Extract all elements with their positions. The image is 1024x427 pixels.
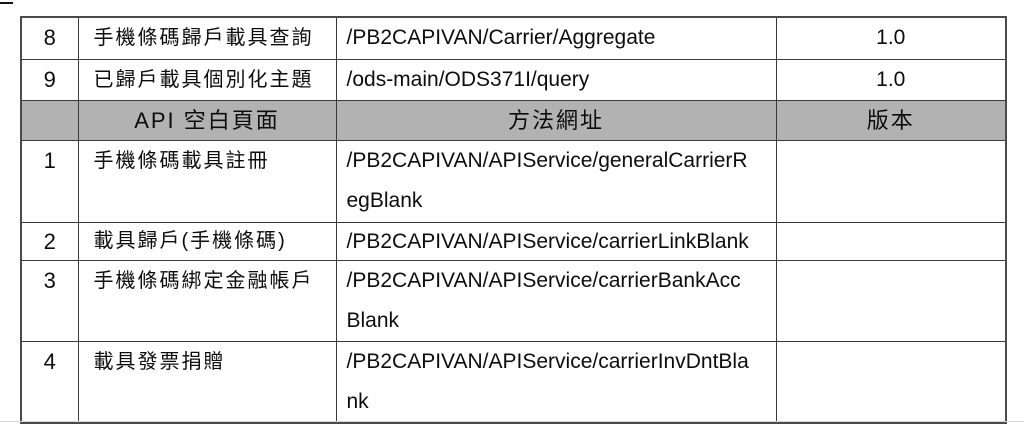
page-edge-tick bbox=[0, 2, 13, 4]
api-url-text: /PB2CAPIVAN/APIService/generalCarrierR bbox=[346, 149, 748, 172]
row-number: 9 bbox=[20, 59, 79, 101]
api-url-text: /PB2CAPIVAN/Carrier/Aggregate bbox=[346, 26, 656, 49]
api-url-text: /PB2CAPIVAN/APIService/carrierInvDntBla bbox=[346, 350, 749, 373]
table-row-2: 2 載具歸戶(手機條碼) /PB2CAPIVAN/APIService/carr… bbox=[20, 222, 1007, 261]
api-version-cell: 1.0 bbox=[775, 16, 1007, 60]
api-url-cell: /PB2CAPIVAN/APIService/carrierInvDntBla … bbox=[335, 341, 777, 424]
api-url-cell: /ods-main/ODS371I/query bbox=[335, 59, 777, 101]
row-number: 3 bbox=[20, 260, 79, 342]
table-row-1: 1 手機條碼載具註冊 /PB2CAPIVAN/APIService/genera… bbox=[20, 140, 1007, 223]
api-name-cell: 手機條碼載具註冊 bbox=[77, 140, 337, 223]
api-name-cell: 載具發票捐贈 bbox=[77, 341, 337, 424]
table-row-4: 4 載具發票捐贈 /PB2CAPIVAN/APIService/carrierI… bbox=[20, 341, 1007, 424]
api-url-text: Blank bbox=[346, 309, 400, 332]
api-version-cell: 1.0 bbox=[775, 59, 1007, 101]
api-name-cell: 載具歸戶(手機條碼) bbox=[77, 222, 337, 261]
table-row-3: 3 手機條碼綁定金融帳戶 /PB2CAPIVAN/APIService/carr… bbox=[20, 260, 1007, 342]
api-version-cell bbox=[775, 341, 1007, 424]
table-row-8: 8 手機條碼歸戶載具查詢 /PB2CAPIVAN/Carrier/Aggrega… bbox=[20, 16, 1007, 60]
api-version-cell bbox=[775, 140, 1007, 223]
header-method-url: 方法網址 bbox=[335, 100, 777, 141]
api-url-text: /ods-main/ODS371I/query bbox=[346, 68, 590, 91]
api-endpoints-table: 8 手機條碼歸戶載具查詢 /PB2CAPIVAN/Carrier/Aggrega… bbox=[20, 16, 1007, 424]
table-header-row: API 空白頁面 方法網址 版本 bbox=[20, 100, 1007, 141]
api-url-cell: /PB2CAPIVAN/Carrier/Aggregate bbox=[335, 16, 777, 60]
api-url-cell: /PB2CAPIVAN/APIService/generalCarrierR e… bbox=[335, 140, 777, 223]
row-number: 4 bbox=[20, 341, 79, 424]
row-number: 1 bbox=[20, 140, 79, 223]
row-number: 2 bbox=[20, 222, 79, 261]
header-version: 版本 bbox=[775, 100, 1007, 141]
api-version-cell bbox=[775, 260, 1007, 342]
api-url-text: nk bbox=[346, 390, 369, 413]
api-url-text: /PB2CAPIVAN/APIService/carrierLinkBlank bbox=[346, 230, 749, 253]
table-row-9: 9 已歸戶載具個別化主題 /ods-main/ODS371I/query 1.0 bbox=[20, 59, 1007, 101]
api-name-cell: 手機條碼綁定金融帳戶 bbox=[77, 260, 337, 342]
header-section-title: API 空白頁面 bbox=[77, 100, 337, 141]
page-boundary-line bbox=[0, 421, 1024, 422]
header-number-cell bbox=[20, 100, 79, 141]
api-version-cell bbox=[775, 222, 1007, 261]
api-url-cell: /PB2CAPIVAN/APIService/carrierLinkBlank bbox=[335, 222, 777, 261]
api-url-text: egBlank bbox=[346, 189, 423, 212]
api-name-cell: 手機條碼歸戶載具查詢 bbox=[77, 16, 337, 60]
api-url-cell: /PB2CAPIVAN/APIService/carrierBankAcc Bl… bbox=[335, 260, 777, 342]
row-number: 8 bbox=[20, 16, 79, 60]
api-name-cell: 已歸戶載具個別化主題 bbox=[77, 59, 337, 101]
api-url-text: /PB2CAPIVAN/APIService/carrierBankAcc bbox=[346, 269, 741, 292]
